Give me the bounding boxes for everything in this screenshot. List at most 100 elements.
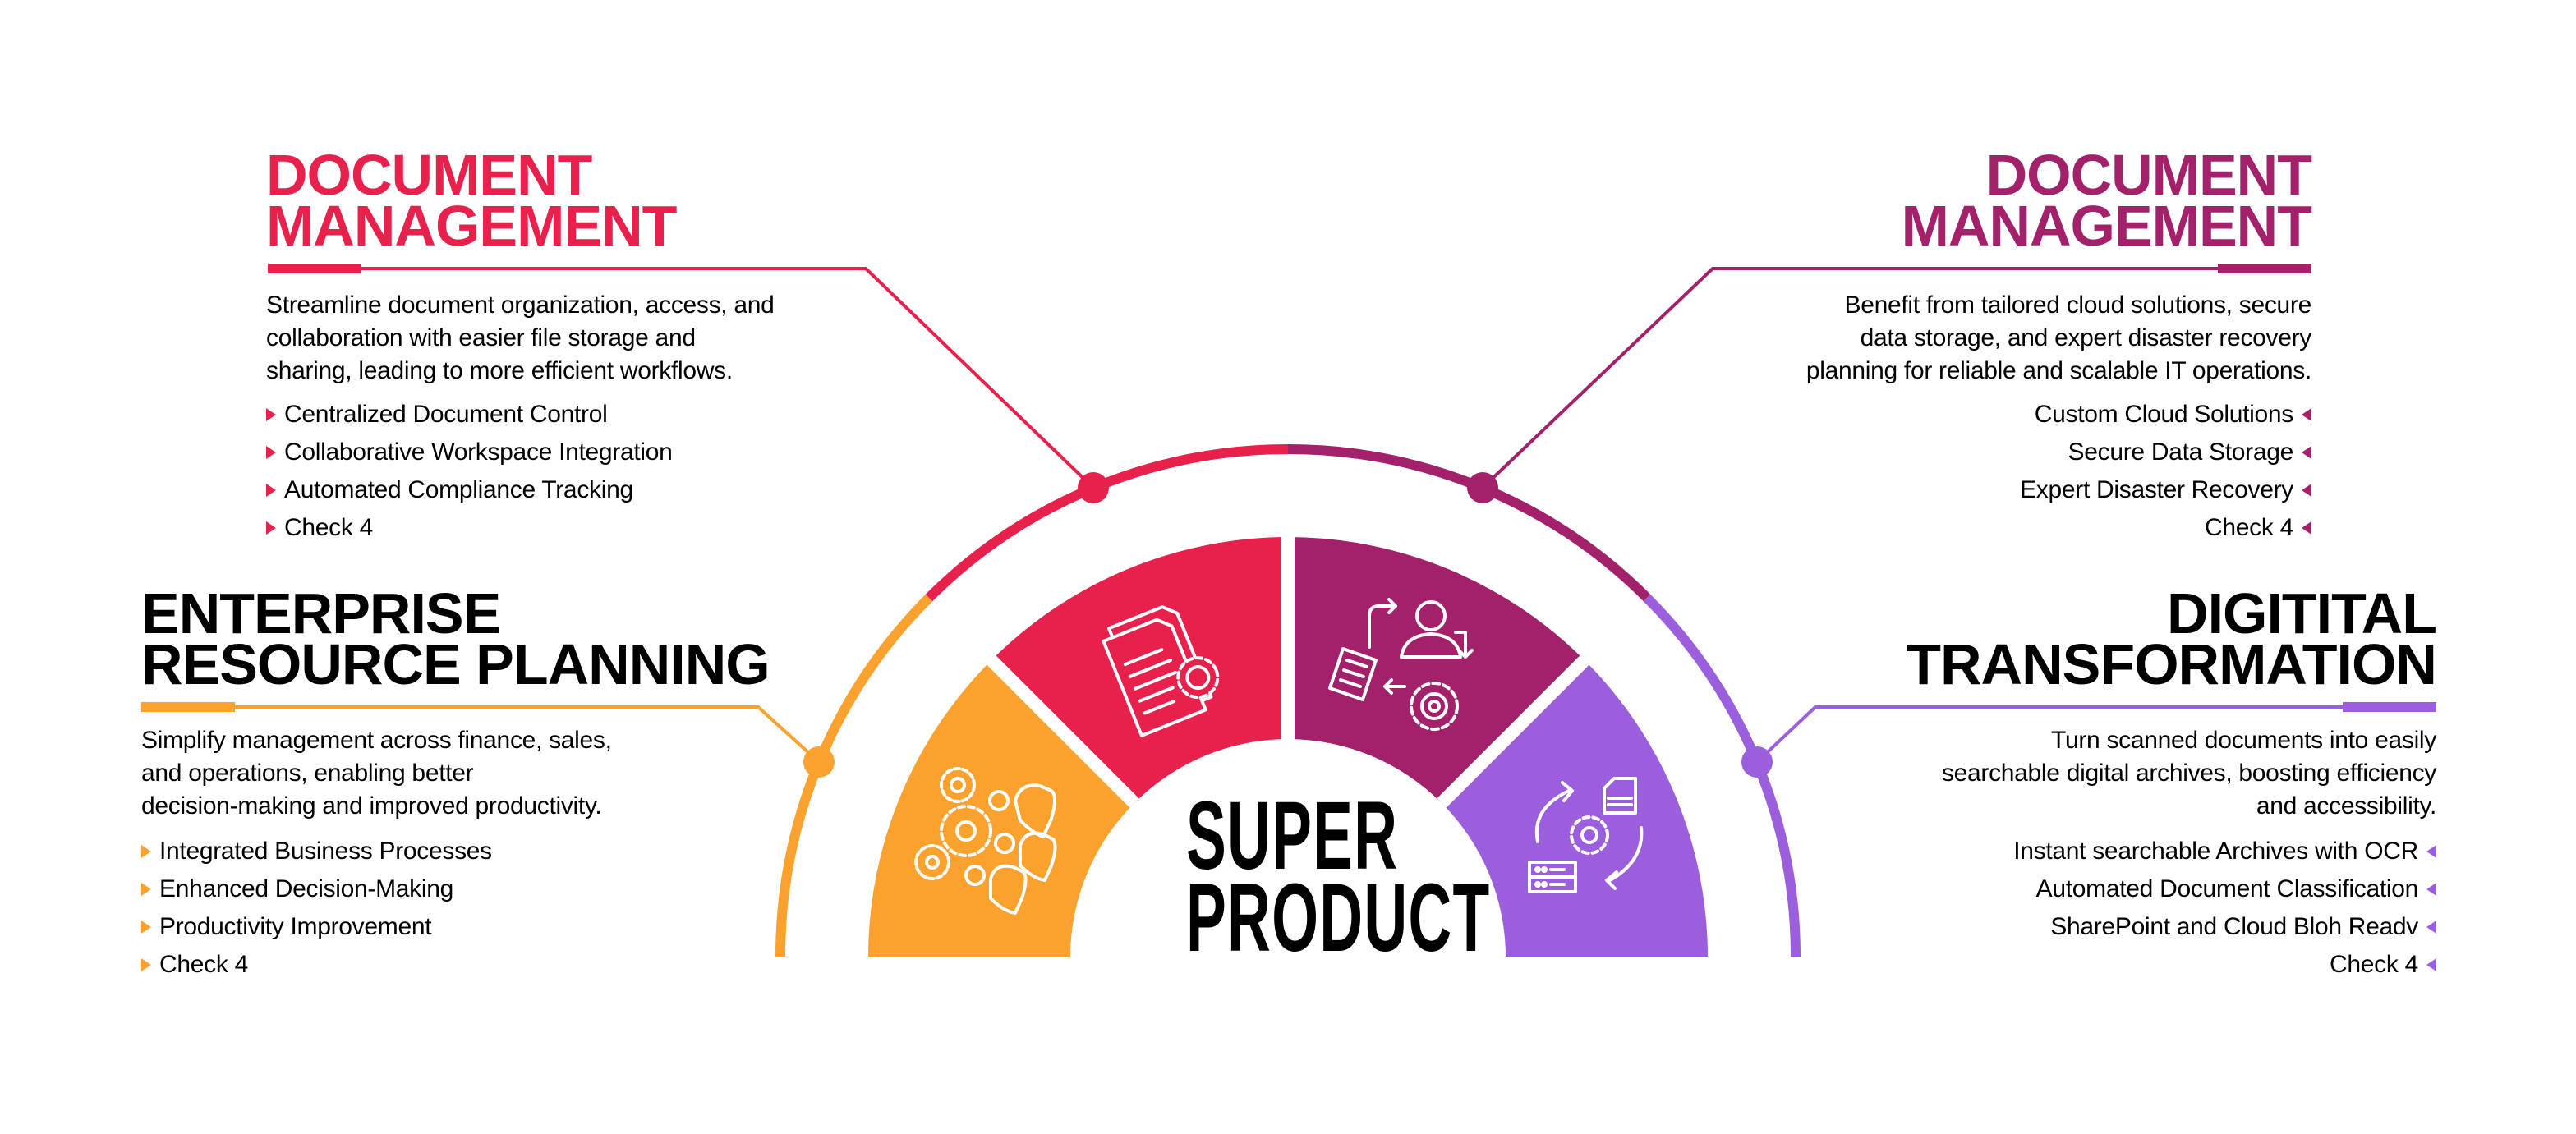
cycle-document-server-icon [1528, 777, 1644, 893]
list-item: Instant searchable Archives with OCR [1766, 833, 2436, 870]
description-line: and operations, enabling better [141, 760, 474, 787]
wedge-dividers [981, 530, 1595, 808]
section-heading: DOCUMENT MANAGEMENT [266, 143, 890, 258]
bullet-arrow-icon [2302, 408, 2312, 421]
section-description: Benefit from tailored cloud solutions, s… [1684, 289, 2312, 388]
heading-line2: TRANSFORMATION [1906, 632, 2437, 696]
list-item-label: Instant searchable Archives with OCR [2013, 838, 2418, 865]
list-item: Expert Disaster Recovery [1684, 471, 2312, 509]
list-item-label: Check 4 [159, 951, 248, 978]
center-title: SUPER PRODUCT [1124, 782, 1491, 972]
heading-line1: ENTERPRISE [141, 581, 501, 645]
list-item-label: Check 4 [284, 514, 373, 541]
list-item: Productivity Improvement [141, 908, 492, 946]
description-line: and accessibility. [2256, 792, 2436, 820]
feature-list: Centralized Document Control Collaborati… [266, 396, 673, 547]
heading-line2: MANAGEMENT [1901, 194, 2312, 258]
list-item: Collaborative Workspace Integration [266, 434, 673, 471]
section-heading: ENTERPRISE RESOURCE PLANNING [141, 581, 815, 696]
bullet-arrow-icon [266, 408, 276, 421]
list-item: Custom Cloud Solutions [1684, 396, 2312, 434]
list-item: Secure Data Storage [1684, 434, 2312, 471]
wedge-digital-transformation[interactable] [1442, 660, 1708, 957]
heading-line1: DOCUMENT [1985, 143, 2312, 207]
list-item: Check 4 [141, 946, 492, 984]
section-heading: DIGITITAL TRANSFORMATION [1766, 581, 2437, 696]
section-heading: DOCUMENT MANAGEMENT [1684, 143, 2312, 258]
connector-document-management-right [1481, 264, 2312, 489]
bullet-arrow-icon [2302, 446, 2312, 459]
heading-line1: DIGITITAL [2167, 581, 2437, 645]
bullet-arrow-icon [2302, 521, 2312, 535]
bullet-arrow-icon [2302, 484, 2312, 497]
connector-document-management-left [268, 264, 1095, 489]
description-line: Benefit from tailored cloud solutions, s… [1844, 292, 2312, 319]
section-description: Turn scanned documents into easily searc… [1766, 724, 2436, 823]
description-line: Streamline document organization, access… [266, 292, 775, 319]
feature-list: Instant searchable Archives with OCR Aut… [1766, 833, 2436, 984]
list-item: Check 4 [1684, 509, 2312, 547]
dot-erp [803, 746, 835, 778]
list-item: Centralized Document Control [266, 396, 673, 434]
list-item: Check 4 [1766, 946, 2436, 984]
bullet-arrow-icon [141, 921, 151, 934]
heading-line1: DOCUMENT [266, 143, 592, 207]
section-description: Streamline document organization, access… [266, 289, 890, 388]
bullet-arrow-icon [141, 883, 151, 896]
wedge-document-management-right[interactable] [1288, 537, 1585, 803]
feature-list: Integrated Business Processes Enhanced D… [141, 833, 492, 984]
list-item-label: Expert Disaster Recovery [2020, 476, 2293, 503]
document-gear-icon [1102, 605, 1220, 737]
bullet-arrow-icon [2426, 845, 2436, 858]
connector-dots [803, 472, 1773, 778]
list-item: Enhanced Decision-Making [141, 870, 492, 908]
list-item: Check 4 [266, 509, 673, 547]
section-document-management-left: DOCUMENT MANAGEMENT Streamline document … [266, 143, 890, 541]
description-line: decision-making and improved productivit… [141, 792, 602, 820]
connector-digital-transformation [1755, 702, 2436, 764]
list-item-label: Automated Document Classification [2036, 875, 2419, 902]
center-title-line2: PRODUCT [1186, 864, 1491, 972]
list-item: Automated Document Classification [1766, 870, 2436, 908]
list-item-label: Custom Cloud Solutions [2034, 401, 2294, 428]
list-item-label: Collaborative Workspace Integration [284, 438, 673, 466]
bullet-arrow-icon [2426, 958, 2436, 971]
list-item-label: Productivity Improvement [159, 913, 432, 940]
description-line: sharing, leading to more efficient workf… [266, 357, 733, 384]
section-erp: ENTERPRISE RESOURCE PLANNING Simplify ma… [141, 581, 815, 978]
list-item: Integrated Business Processes [141, 833, 492, 870]
feature-list: Custom Cloud Solutions Secure Data Stora… [1684, 396, 2312, 547]
list-item-label: Enhanced Decision-Making [159, 875, 454, 902]
list-item-label: Check 4 [2205, 514, 2293, 541]
list-item-label: Secure Data Storage [2068, 438, 2294, 466]
user-workflow-gear-icon [1328, 598, 1474, 731]
connector-erp [141, 702, 821, 764]
heading-line2: RESOURCE PLANNING [141, 632, 770, 696]
description-line: Simplify management across finance, sale… [141, 727, 612, 754]
bullet-arrow-icon [141, 845, 151, 858]
connectors [141, 264, 2436, 764]
description-line: searchable digital archives, boosting ef… [1941, 760, 2436, 787]
list-item-label: Integrated Business Processes [159, 838, 492, 865]
list-item: SharePoint and Cloud Bloh Readv [1766, 908, 2436, 946]
bullet-arrow-icon [2426, 883, 2436, 896]
description-line: planning for reliable and scalable IT op… [1806, 357, 2312, 384]
list-item: Automated Compliance Tracking [266, 471, 673, 509]
bullet-arrow-icon [141, 958, 151, 971]
section-digital-transformation: DIGITITAL TRANSFORMATION Turn scanned do… [1766, 581, 2437, 978]
bullet-arrow-icon [266, 446, 276, 459]
list-item-label: SharePoint and Cloud Bloh Readv [2050, 913, 2418, 940]
gears-team-icon [914, 767, 1057, 915]
center-title-line1: SUPER [1186, 782, 1399, 890]
description-line: data storage, and expert disaster recove… [1860, 324, 2312, 351]
section-description: Simplify management across finance, sale… [141, 724, 733, 823]
dot-digital-transformation [1741, 746, 1773, 778]
section-document-management-right: DOCUMENT MANAGEMENT Benefit from tailore… [1684, 143, 2312, 541]
description-line: Turn scanned documents into easily [2051, 727, 2436, 754]
bullet-arrow-icon [2426, 921, 2436, 934]
list-item-label: Check 4 [2330, 951, 2418, 978]
dot-document-management-left [1078, 472, 1109, 503]
dot-document-management-right [1467, 472, 1498, 503]
heading-line2: MANAGEMENT [266, 194, 677, 258]
